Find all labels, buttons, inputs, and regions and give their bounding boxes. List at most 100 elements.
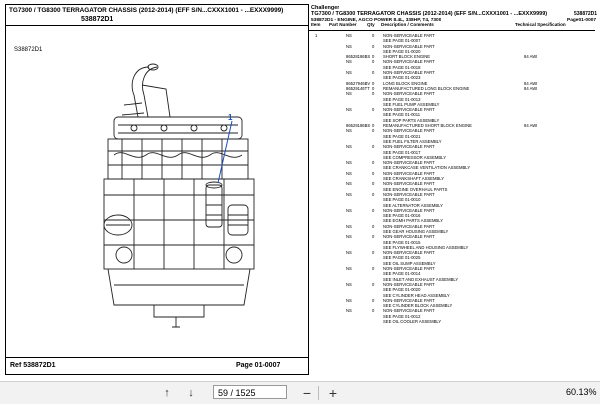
arrow-up-icon[interactable]: ↑ (164, 387, 170, 399)
diagram-code: 538872D1 (81, 16, 114, 23)
comments-cell: NON-SERVICEABLE PART (383, 144, 435, 150)
comments-cell: SEE PAGE 01-0012 (383, 313, 421, 319)
comments-cell: NON-SERVICEABLE PART (383, 266, 435, 272)
qty-cell: 0 (372, 207, 375, 213)
comments-cell: SEE PAGE 01-0007 (383, 38, 421, 44)
column-header-qty: Qty (367, 22, 375, 27)
qty-cell: 0 (372, 123, 375, 129)
viewer-toolbar: ↑ ↓ 59 / 1525 − + 60.13% (0, 381, 600, 404)
comments-cell: SEE PAGE 01-0014 (383, 271, 421, 277)
part-number-cell: NS (346, 297, 352, 303)
part-number-cell: NS (346, 170, 352, 176)
qty-cell: 0 (372, 297, 375, 303)
comments-cell: NON-SERVICEABLE PART (383, 281, 435, 287)
table-row: SEE PAGE 01-0012 (309, 314, 595, 319)
table-row: SEE PAGE 01-0017 (309, 150, 595, 155)
spec-cell: 84 AWI (524, 80, 538, 86)
comments-cell: NON-SERVICEABLE PART (383, 91, 435, 97)
table-row: SEE GEAR HOUSING ASSEMBLY (309, 229, 595, 234)
table-row: SEE CRANKCASE VENTILATION ASSEMBLY (309, 165, 595, 170)
comments-cell: SEE COMPRESSOR ASSEMBLY (383, 154, 446, 160)
part-number-cell: NS (346, 128, 352, 134)
qty-cell: 0 (372, 170, 375, 176)
table-row: SEE FUEL PUMP ASSEMBLY (309, 102, 595, 107)
part-number-cell: NS (346, 144, 352, 150)
comments-cell: SEE PAGE 01-0013 (383, 96, 421, 102)
qty-cell: 0 (372, 250, 375, 256)
part-number-cell: NS (346, 191, 352, 197)
diagram-page: TG7300 / TG8300 TERRAGATOR CHASSIS (2012… (5, 4, 309, 375)
table-row: SEE ALTERNATOR ASSEMBLY (309, 203, 595, 208)
part-number-cell: NS (346, 70, 352, 76)
table-row: SEE PAGE 01-0021 (309, 134, 595, 139)
part-number-cell: NS (346, 160, 352, 166)
table-row: SEE OIL COOLER ASSEMBLY (309, 319, 595, 324)
callout-number: 1 (228, 113, 233, 122)
table-row: SEE SOP PARTS ASSEMBLY (309, 118, 595, 123)
item-cell: 1 (315, 33, 318, 38)
part-number-cell: NS (346, 223, 352, 229)
column-header-part: Part Number (329, 22, 357, 27)
table-row: SEE PAGE 01-0011 (309, 112, 595, 117)
zoom-out-icon[interactable]: − (302, 385, 312, 401)
comments-cell: NON-SERVICEABLE PART (383, 308, 435, 314)
part-number-cell: 86529186BS (346, 123, 371, 129)
column-header-spec: Technical Specification (515, 22, 566, 27)
comments-cell: SHORT BLOCK ENGINE (383, 54, 431, 60)
qty-cell: 0 (372, 59, 375, 65)
qty-cell: 0 (372, 160, 375, 166)
comments-cell: NON-SERVICEABLE PART (383, 181, 435, 187)
comments-cell: NON-SERVICEABLE PART (383, 234, 435, 240)
column-header-item: Item (311, 22, 321, 27)
table-row: SEE PAGE 01-0015 (309, 240, 595, 245)
table-row: SEE CYLINDER HEAD ASSEMBLY (309, 293, 595, 298)
qty-cell: 0 (372, 80, 375, 86)
part-number-cell: NS (346, 250, 352, 256)
part-number-cell: NS (346, 91, 352, 97)
page-number-input[interactable]: 59 / 1525 (213, 385, 287, 399)
zoom-in-icon[interactable]: + (328, 385, 338, 401)
comments-cell: LONG BLOCK ENGINE (383, 80, 428, 86)
comments-cell: SEE OIL SUMP ASSEMBLY (383, 260, 436, 266)
comments-cell: SEE PAGE 01-0016 (383, 213, 421, 219)
table-row: SEE EGMH PARTS ASSEMBLY (309, 218, 595, 223)
comments-cell: NON-SERVICEABLE PART (383, 128, 435, 134)
comments-cell: SEE PAGE 01-0011 (383, 112, 421, 118)
comments-cell: SEE FUEL FILTER ASSEMBLY (383, 138, 442, 144)
section-subtitle: 538872D1 - ENGINE, AGCO POWER 8.4L, 338H… (311, 18, 442, 23)
parts-list-page: Challenger TG7300 / TG8300 TERRAGATOR CH… (309, 4, 597, 373)
qty-cell: 0 (372, 107, 375, 113)
comments-cell: SEE PAGE 01-0018 (383, 64, 421, 70)
zoom-level: 60.13% (566, 387, 597, 397)
part-number-cell: 86527946BV (346, 80, 371, 86)
comments-cell: NON-SERVICEABLE PART (383, 160, 435, 166)
table-row: SEE CRANKSHAFT ASSEMBLY (309, 176, 595, 181)
part-number-cell: NS (346, 59, 352, 65)
table-row: SEE PAGE 01-0016 (309, 213, 595, 218)
engine-diagram (103, 63, 255, 328)
table-row: SEE FLYWHEEL AND HOUSING ASSEMBLY (309, 245, 595, 250)
table-row: SEE PAGE 01-0010 (309, 197, 595, 202)
table-row: SEE INLET AND EXHAUST ASSEMBLY (309, 277, 595, 282)
page-number: Page01-0007 (567, 18, 597, 23)
comments-cell: SEE ALTERNATOR ASSEMBLY (383, 202, 443, 208)
arrow-down-icon[interactable]: ↓ (188, 387, 194, 399)
spec-cell: 84 AWI (524, 54, 538, 60)
qty-cell: 0 (372, 191, 375, 197)
qty-cell: 0 (372, 234, 375, 240)
comments-cell: SEE PAGE 01-0010 (383, 197, 421, 203)
comments-cell: NON-SERVICEABLE PART (383, 107, 435, 113)
comments-cell: NON-SERVICEABLE PART (383, 297, 435, 303)
